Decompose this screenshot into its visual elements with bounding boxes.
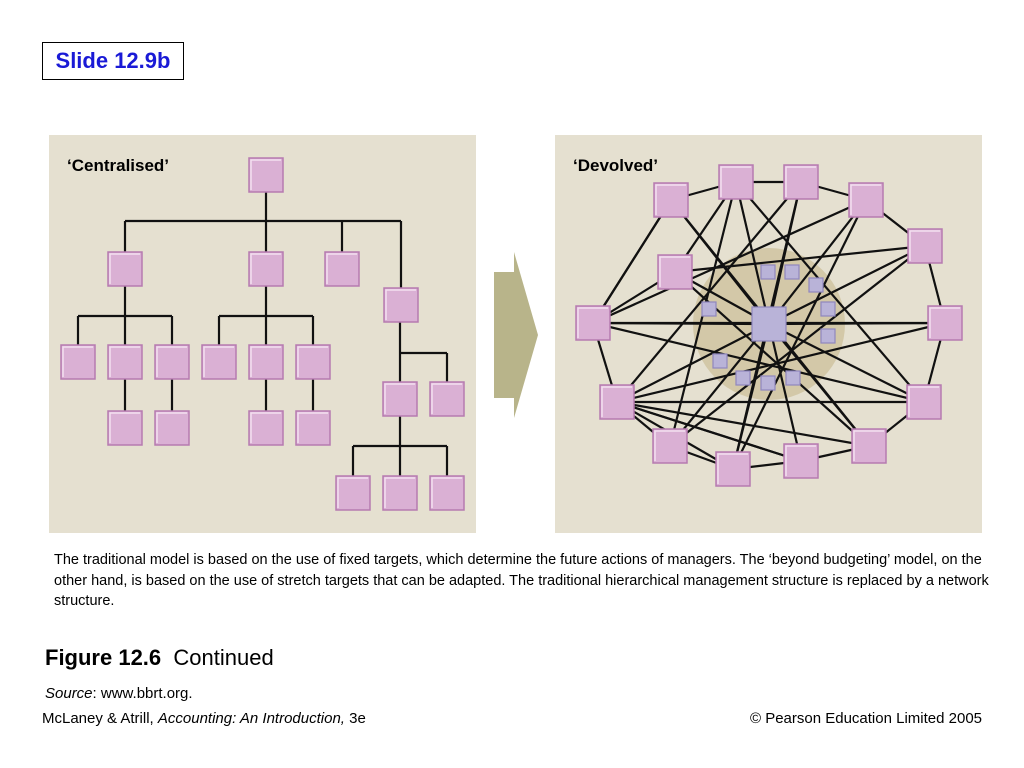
inner-node-box bbox=[712, 353, 728, 369]
source-label: Source bbox=[45, 685, 93, 702]
footer-copyright: © Pearson Education Limited 2005 bbox=[749, 710, 982, 727]
org-node-box bbox=[201, 344, 237, 380]
org-node-box bbox=[382, 381, 418, 417]
network-node-box bbox=[851, 428, 887, 464]
inner-node-box bbox=[760, 264, 776, 280]
devolved-diagram bbox=[555, 135, 982, 533]
org-node-box bbox=[383, 287, 419, 323]
network-node-box bbox=[848, 182, 884, 218]
figure-number: Figure 12.6 bbox=[45, 645, 162, 670]
org-node-box bbox=[248, 251, 284, 287]
network-node-box bbox=[906, 384, 942, 420]
footer-citation: McLaney & Atrill, Accounting: An Introdu… bbox=[42, 710, 366, 727]
inner-node-box bbox=[760, 375, 776, 391]
org-node-box bbox=[107, 251, 143, 287]
network-node-box bbox=[575, 305, 611, 341]
hierarchy-boxes bbox=[60, 157, 465, 511]
network-node-box bbox=[718, 164, 754, 200]
devolved-title: ‘Devolved’ bbox=[573, 156, 659, 175]
inner-node-box bbox=[785, 370, 801, 386]
org-node-box bbox=[295, 410, 331, 446]
org-node-box bbox=[154, 410, 190, 446]
org-node-box bbox=[107, 410, 143, 446]
inner-node-box bbox=[701, 301, 717, 317]
org-node-box bbox=[248, 157, 284, 193]
footer-book-title: Accounting: An Introduction, bbox=[157, 710, 345, 727]
network-node-box bbox=[715, 451, 751, 487]
inner-node-box bbox=[820, 328, 836, 344]
transition-arrow-icon bbox=[494, 252, 538, 418]
centralised-title: ‘Centralised’ bbox=[67, 156, 170, 175]
hierarchy-connectors bbox=[76, 192, 449, 476]
network-node-box bbox=[783, 443, 819, 479]
centralised-panel-background bbox=[49, 135, 476, 533]
footer-edition: 3e bbox=[344, 710, 366, 727]
org-node-box bbox=[429, 381, 465, 417]
network-node-box bbox=[652, 428, 688, 464]
org-node-box bbox=[154, 344, 190, 380]
network-node-box bbox=[599, 384, 635, 420]
source-line: Source: www.bbrt.org. bbox=[45, 685, 193, 702]
org-node-box bbox=[382, 475, 418, 511]
network-node-box bbox=[927, 305, 963, 341]
figure-title: Continued bbox=[173, 645, 274, 670]
org-node-box bbox=[295, 344, 331, 380]
org-node-box bbox=[107, 344, 143, 380]
inner-node-box bbox=[808, 277, 824, 293]
network-boxes bbox=[575, 164, 963, 487]
source-text: : www.bbrt.org. bbox=[92, 685, 193, 702]
network-node-box bbox=[783, 164, 819, 200]
org-node-box bbox=[248, 344, 284, 380]
figure-heading: Figure 12.6 Continued bbox=[45, 645, 274, 671]
org-node-box bbox=[60, 344, 96, 380]
inner-node-box bbox=[735, 370, 751, 386]
org-node-box bbox=[324, 251, 360, 287]
network-node-box bbox=[907, 228, 943, 264]
central-node-box bbox=[751, 306, 787, 342]
network-node-box bbox=[653, 182, 689, 218]
network-node-box bbox=[657, 254, 693, 290]
figure-caption: The traditional model is based on the us… bbox=[54, 552, 989, 609]
inner-node-box bbox=[820, 301, 836, 317]
slide-label: Slide 12.9b bbox=[42, 42, 184, 80]
org-node-box bbox=[335, 475, 371, 511]
org-node-box bbox=[429, 475, 465, 511]
inner-node-box bbox=[784, 264, 800, 280]
footer-authors: McLaney & Atrill, bbox=[42, 710, 158, 727]
org-node-box bbox=[248, 410, 284, 446]
centralised-diagram bbox=[49, 135, 476, 533]
